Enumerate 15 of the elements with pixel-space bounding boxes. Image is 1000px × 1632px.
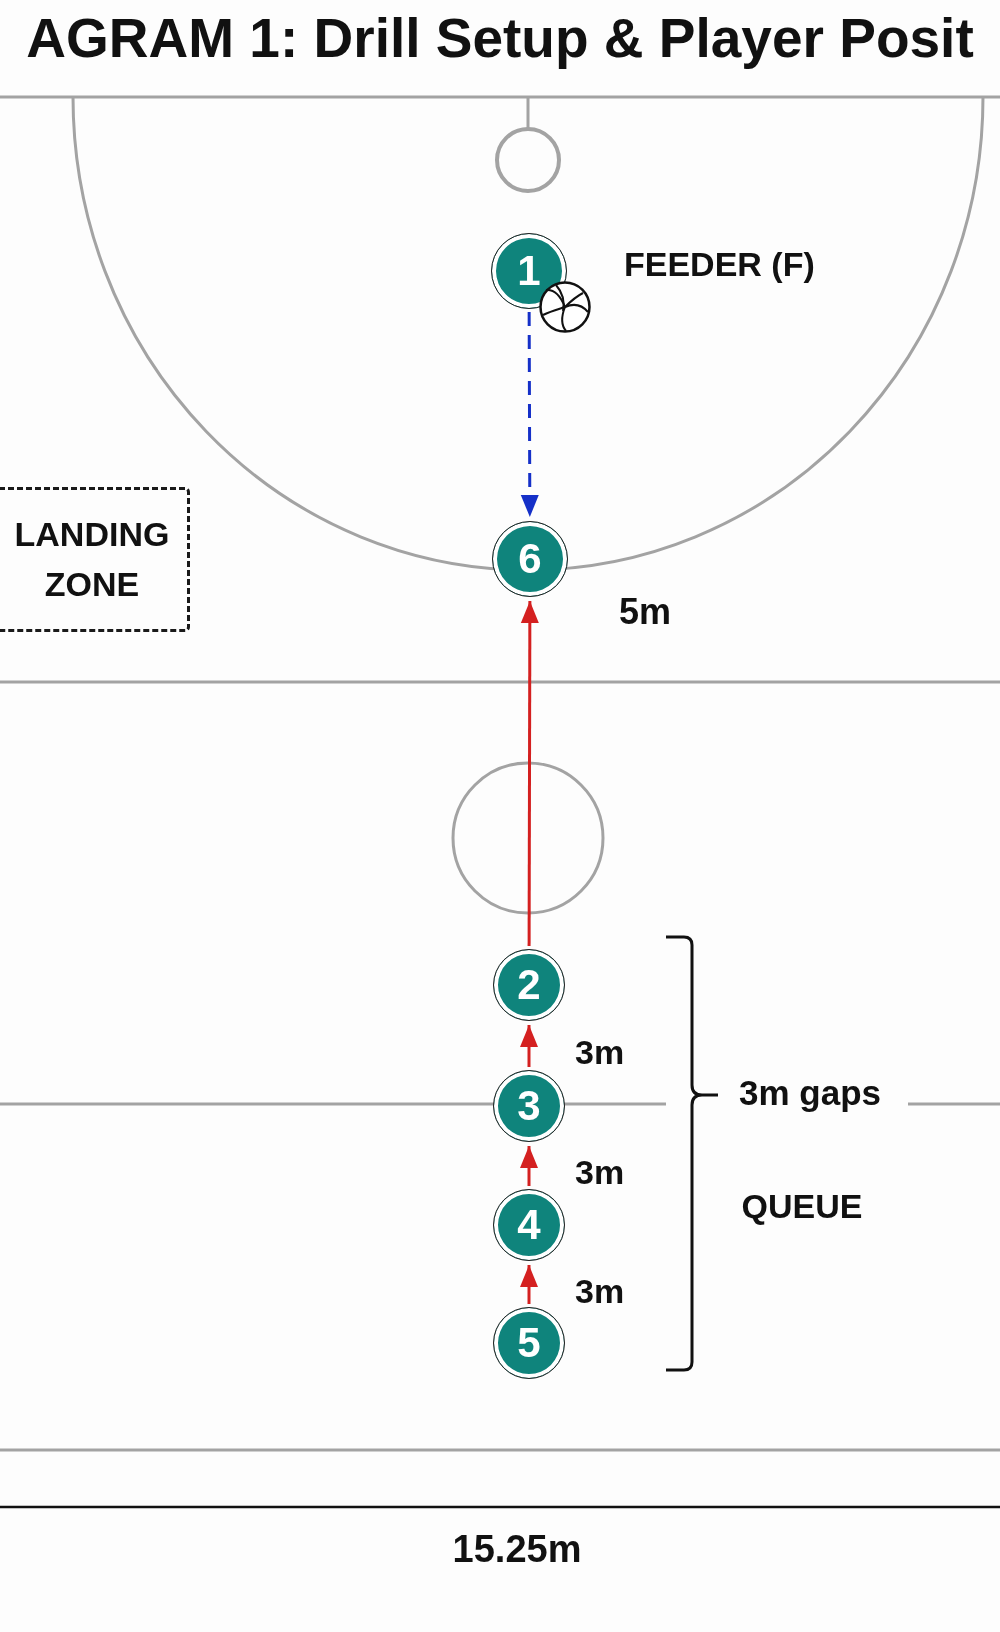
zone-label: LANDING ZONE	[13, 514, 171, 605]
player-number: 5	[517, 1322, 541, 1364]
zone-box	[0, 487, 190, 632]
diagram-title: AGRAM 1: Drill Setup & Player Posit	[26, 7, 974, 69]
arrow	[520, 1265, 538, 1304]
player-number: 1	[517, 250, 541, 292]
player-number: 2	[517, 964, 541, 1006]
player-number: 4	[517, 1204, 541, 1246]
dashed-arrow	[520, 312, 539, 517]
arrow	[520, 1025, 538, 1067]
arrow	[520, 601, 539, 946]
role-label: FEEDER (F)	[624, 245, 815, 285]
player-number: 3	[517, 1085, 541, 1127]
arrow	[520, 1146, 538, 1186]
player-number: 6	[518, 538, 542, 580]
